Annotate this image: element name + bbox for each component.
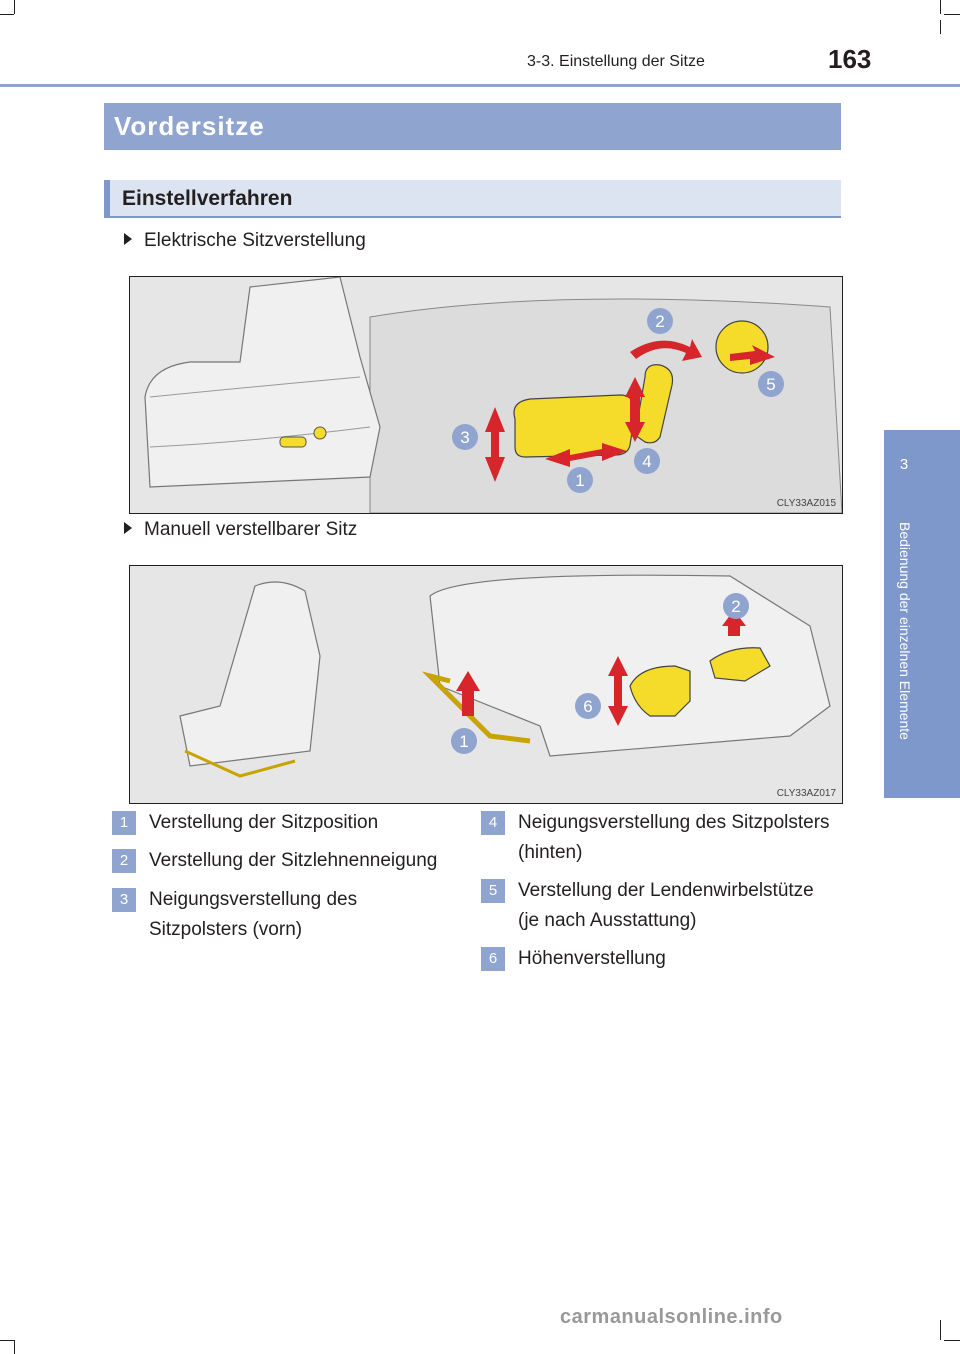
callout-2: 2	[655, 312, 664, 331]
callout-5: 5	[766, 375, 775, 394]
crop-mark	[944, 14, 960, 15]
legend-text: Verstellung der Sitzposition	[149, 812, 379, 833]
figure-electric-seat: 1 2 3 4 5 CLY33AZ015	[129, 276, 843, 514]
legend-number-badge: 3	[112, 888, 136, 912]
figure-2-caption: Manuell verstellbarer Sitz	[124, 519, 357, 541]
callout-1: 1	[459, 732, 468, 751]
header-section-title: 3-3. Einstellung der Sitze	[527, 53, 705, 70]
legend-number-badge: 6	[481, 947, 505, 971]
figure-1-caption-text: Elektrische Sitzverstellung	[144, 230, 366, 251]
crop-mark	[0, 1340, 14, 1341]
crop-mark	[14, 0, 15, 14]
chapter-title-wrap: Bedienung der einzelnen Elemente	[884, 522, 924, 794]
crop-mark	[940, 0, 941, 14]
legend-text: Neigungsverstellung des Sitzpolsters (hi…	[518, 812, 830, 863]
legend-text: Höhenverstellung	[518, 948, 666, 969]
crop-mark	[0, 14, 14, 15]
page-number: 163	[828, 44, 872, 74]
legend-number-badge: 5	[481, 879, 505, 903]
crop-mark	[944, 1340, 960, 1341]
callout-2: 2	[731, 597, 740, 616]
crop-mark	[940, 20, 941, 34]
legend-number-badge: 1	[112, 811, 136, 835]
crop-mark	[14, 1340, 15, 1354]
chapter-title: Bedienung der einzelnen Elemente	[897, 522, 913, 740]
figure-2-code: CLY33AZ017	[776, 788, 836, 799]
manual-seat-illustration: 1 2 6	[130, 566, 842, 803]
crop-mark	[940, 1320, 941, 1340]
callout-4: 4	[642, 452, 651, 471]
figure-2-caption-text: Manuell verstellbarer Sitz	[144, 519, 358, 540]
callout-1: 1	[575, 471, 584, 490]
chapter-number: 3	[899, 456, 909, 473]
chapter-side-tab[interactable]: 3 Bedienung der einzelnen Elemente	[884, 430, 960, 798]
figure-1-code: CLY33AZ015	[776, 498, 836, 509]
callout-3: 3	[460, 428, 469, 447]
electric-seat-illustration: 1 2 3 4 5	[130, 277, 842, 513]
bullet-triangle-icon	[124, 233, 132, 245]
figure-1-caption: Elektrische Sitzverstellung	[124, 230, 366, 252]
figure-manual-seat: 1 2 6 CLY33AZ017	[129, 565, 843, 804]
legend-text: Neigungsverstellung des Sitzpolsters (vo…	[149, 889, 358, 940]
legend-text: Verstellung der Sitzlehnenneigung	[149, 850, 438, 871]
legend-number-badge: 2	[112, 849, 136, 873]
subsection-title: Einstellverfahren	[104, 180, 841, 218]
footer-watermark[interactable]: carmanualsonline.info	[560, 1306, 783, 1328]
bullet-triangle-icon	[124, 522, 132, 534]
header-rule	[0, 84, 960, 87]
callout-6: 6	[583, 697, 592, 716]
legend-text: Verstellung der Lendenwirbelstütze (je n…	[518, 880, 814, 931]
legend-number-badge: 4	[481, 811, 505, 835]
section-title: Vordersitze	[104, 103, 841, 150]
